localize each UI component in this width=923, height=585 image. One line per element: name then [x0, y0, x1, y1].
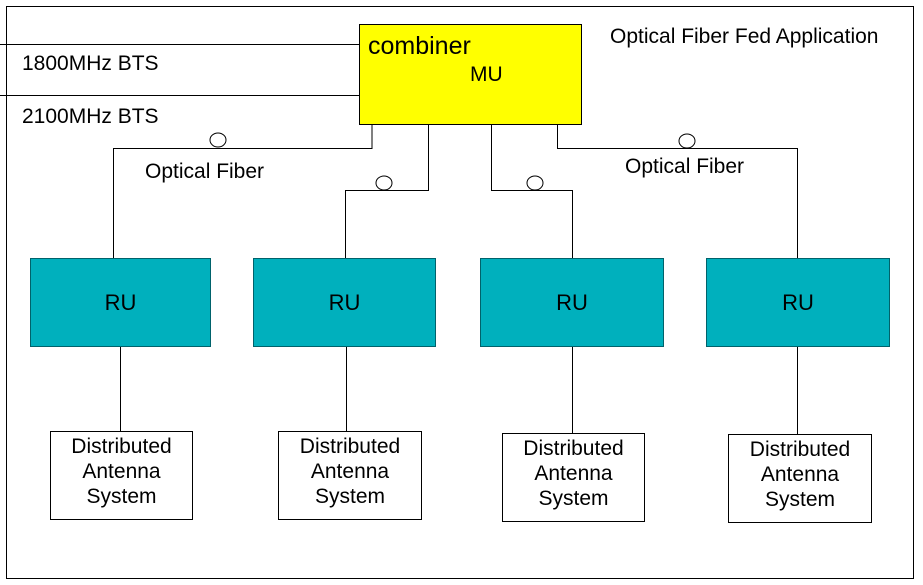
ru-box-3: RU: [480, 258, 664, 347]
das-line: Distributed: [523, 437, 624, 460]
das-line: Distributed: [71, 435, 172, 458]
fiber-connector-3: [526, 175, 544, 191]
bts-2100-label: 2100MHz BTS: [22, 105, 159, 128]
ru-label: RU: [328, 289, 361, 315]
das-box-3: Distributed Antenna System: [502, 433, 645, 522]
diagram-title: Optical Fiber Fed Application: [610, 25, 879, 48]
fiber-label-left: Optical Fiber: [145, 160, 265, 183]
mu-combiner-box: combiner MU: [359, 24, 582, 125]
das-box-1: Distributed Antenna System: [50, 431, 193, 520]
ru-box-1: RU: [30, 258, 211, 347]
fiber-link-2: [345, 125, 429, 258]
ru-box-4: RU: [706, 258, 890, 347]
combiner-label: combiner: [368, 32, 471, 60]
fiber-link-1: [113, 125, 373, 258]
das-line: System: [764, 488, 835, 511]
das-line: Antenna: [82, 460, 161, 483]
das-line: Distributed: [299, 435, 401, 458]
fiber-link-4: [557, 125, 798, 258]
ru-label: RU: [556, 289, 588, 315]
fiber-connector-4: [678, 133, 696, 149]
ru-box-2: RU: [253, 258, 436, 347]
diagram-frame: [6, 6, 914, 579]
das-line: System: [538, 487, 609, 510]
fiber-connector-1: [209, 132, 227, 148]
das-line: System: [86, 485, 157, 508]
fiber-label-right: Optical Fiber: [625, 155, 745, 178]
das-line: Distributed: [749, 438, 851, 461]
das-line: Antenna: [310, 460, 390, 483]
das-box-4: Distributed Antenna System: [728, 434, 872, 523]
das-line: System: [314, 485, 385, 508]
fiber-link-3: [491, 125, 573, 258]
das-box-2: Distributed Antenna System: [278, 431, 422, 520]
ru-label: RU: [104, 289, 137, 315]
ru-label: RU: [782, 289, 814, 315]
das-line: Antenna: [760, 463, 840, 486]
mu-label: MU: [470, 63, 503, 86]
das-line: Antenna: [534, 462, 613, 485]
bts-1800-label: 1800MHz BTS: [22, 52, 159, 75]
fiber-connector-2: [375, 175, 393, 191]
